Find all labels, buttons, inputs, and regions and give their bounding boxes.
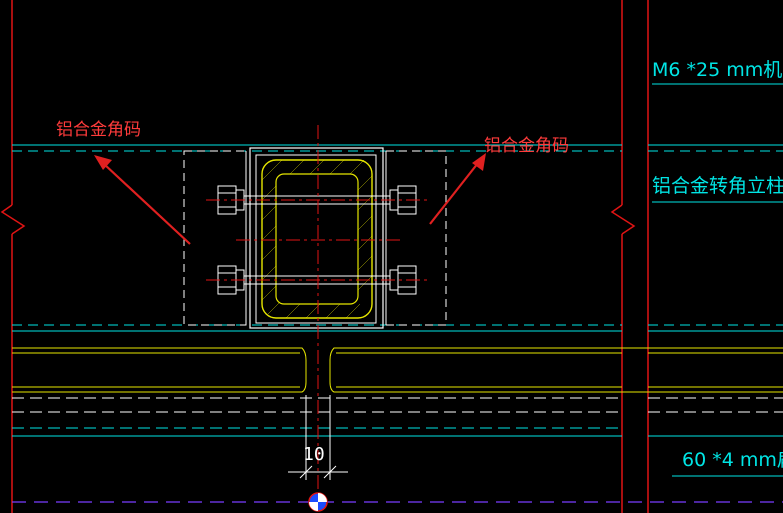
flat-bar-text: 60 *4 mm扁	[682, 449, 783, 471]
leader-arrowheads	[94, 153, 486, 171]
screw-spec-callout: M6 *25 mm机制	[652, 59, 783, 85]
corner-mullion-section	[249, 147, 384, 329]
glass-outline-lines	[12, 144, 783, 437]
gap-dimension	[288, 465, 348, 479]
flat-bar-callout: 60 *4 mm扁	[672, 449, 783, 477]
left-bracket-label: 铝合金角码	[56, 120, 141, 140]
right-bracket-label: 铝合金角码	[484, 136, 569, 156]
right-boundary-line	[610, 0, 649, 513]
left-boundary-line	[0, 0, 26, 513]
leader-arrows	[103, 162, 479, 245]
axis-marker	[308, 492, 328, 512]
right-angle-bracket	[385, 150, 447, 326]
mullion-text: 铝合金转角立柱	[652, 175, 783, 197]
mullion-callout: 铝合金转角立柱	[652, 175, 783, 203]
screw-spec-text: M6 *25 mm机制	[652, 59, 783, 81]
centerlines	[206, 125, 430, 500]
gap-edges	[305, 395, 331, 480]
gap-dimension-text: 10	[303, 444, 325, 465]
flat-bar-profile	[12, 347, 783, 393]
joint-dashed-lines	[12, 397, 783, 429]
